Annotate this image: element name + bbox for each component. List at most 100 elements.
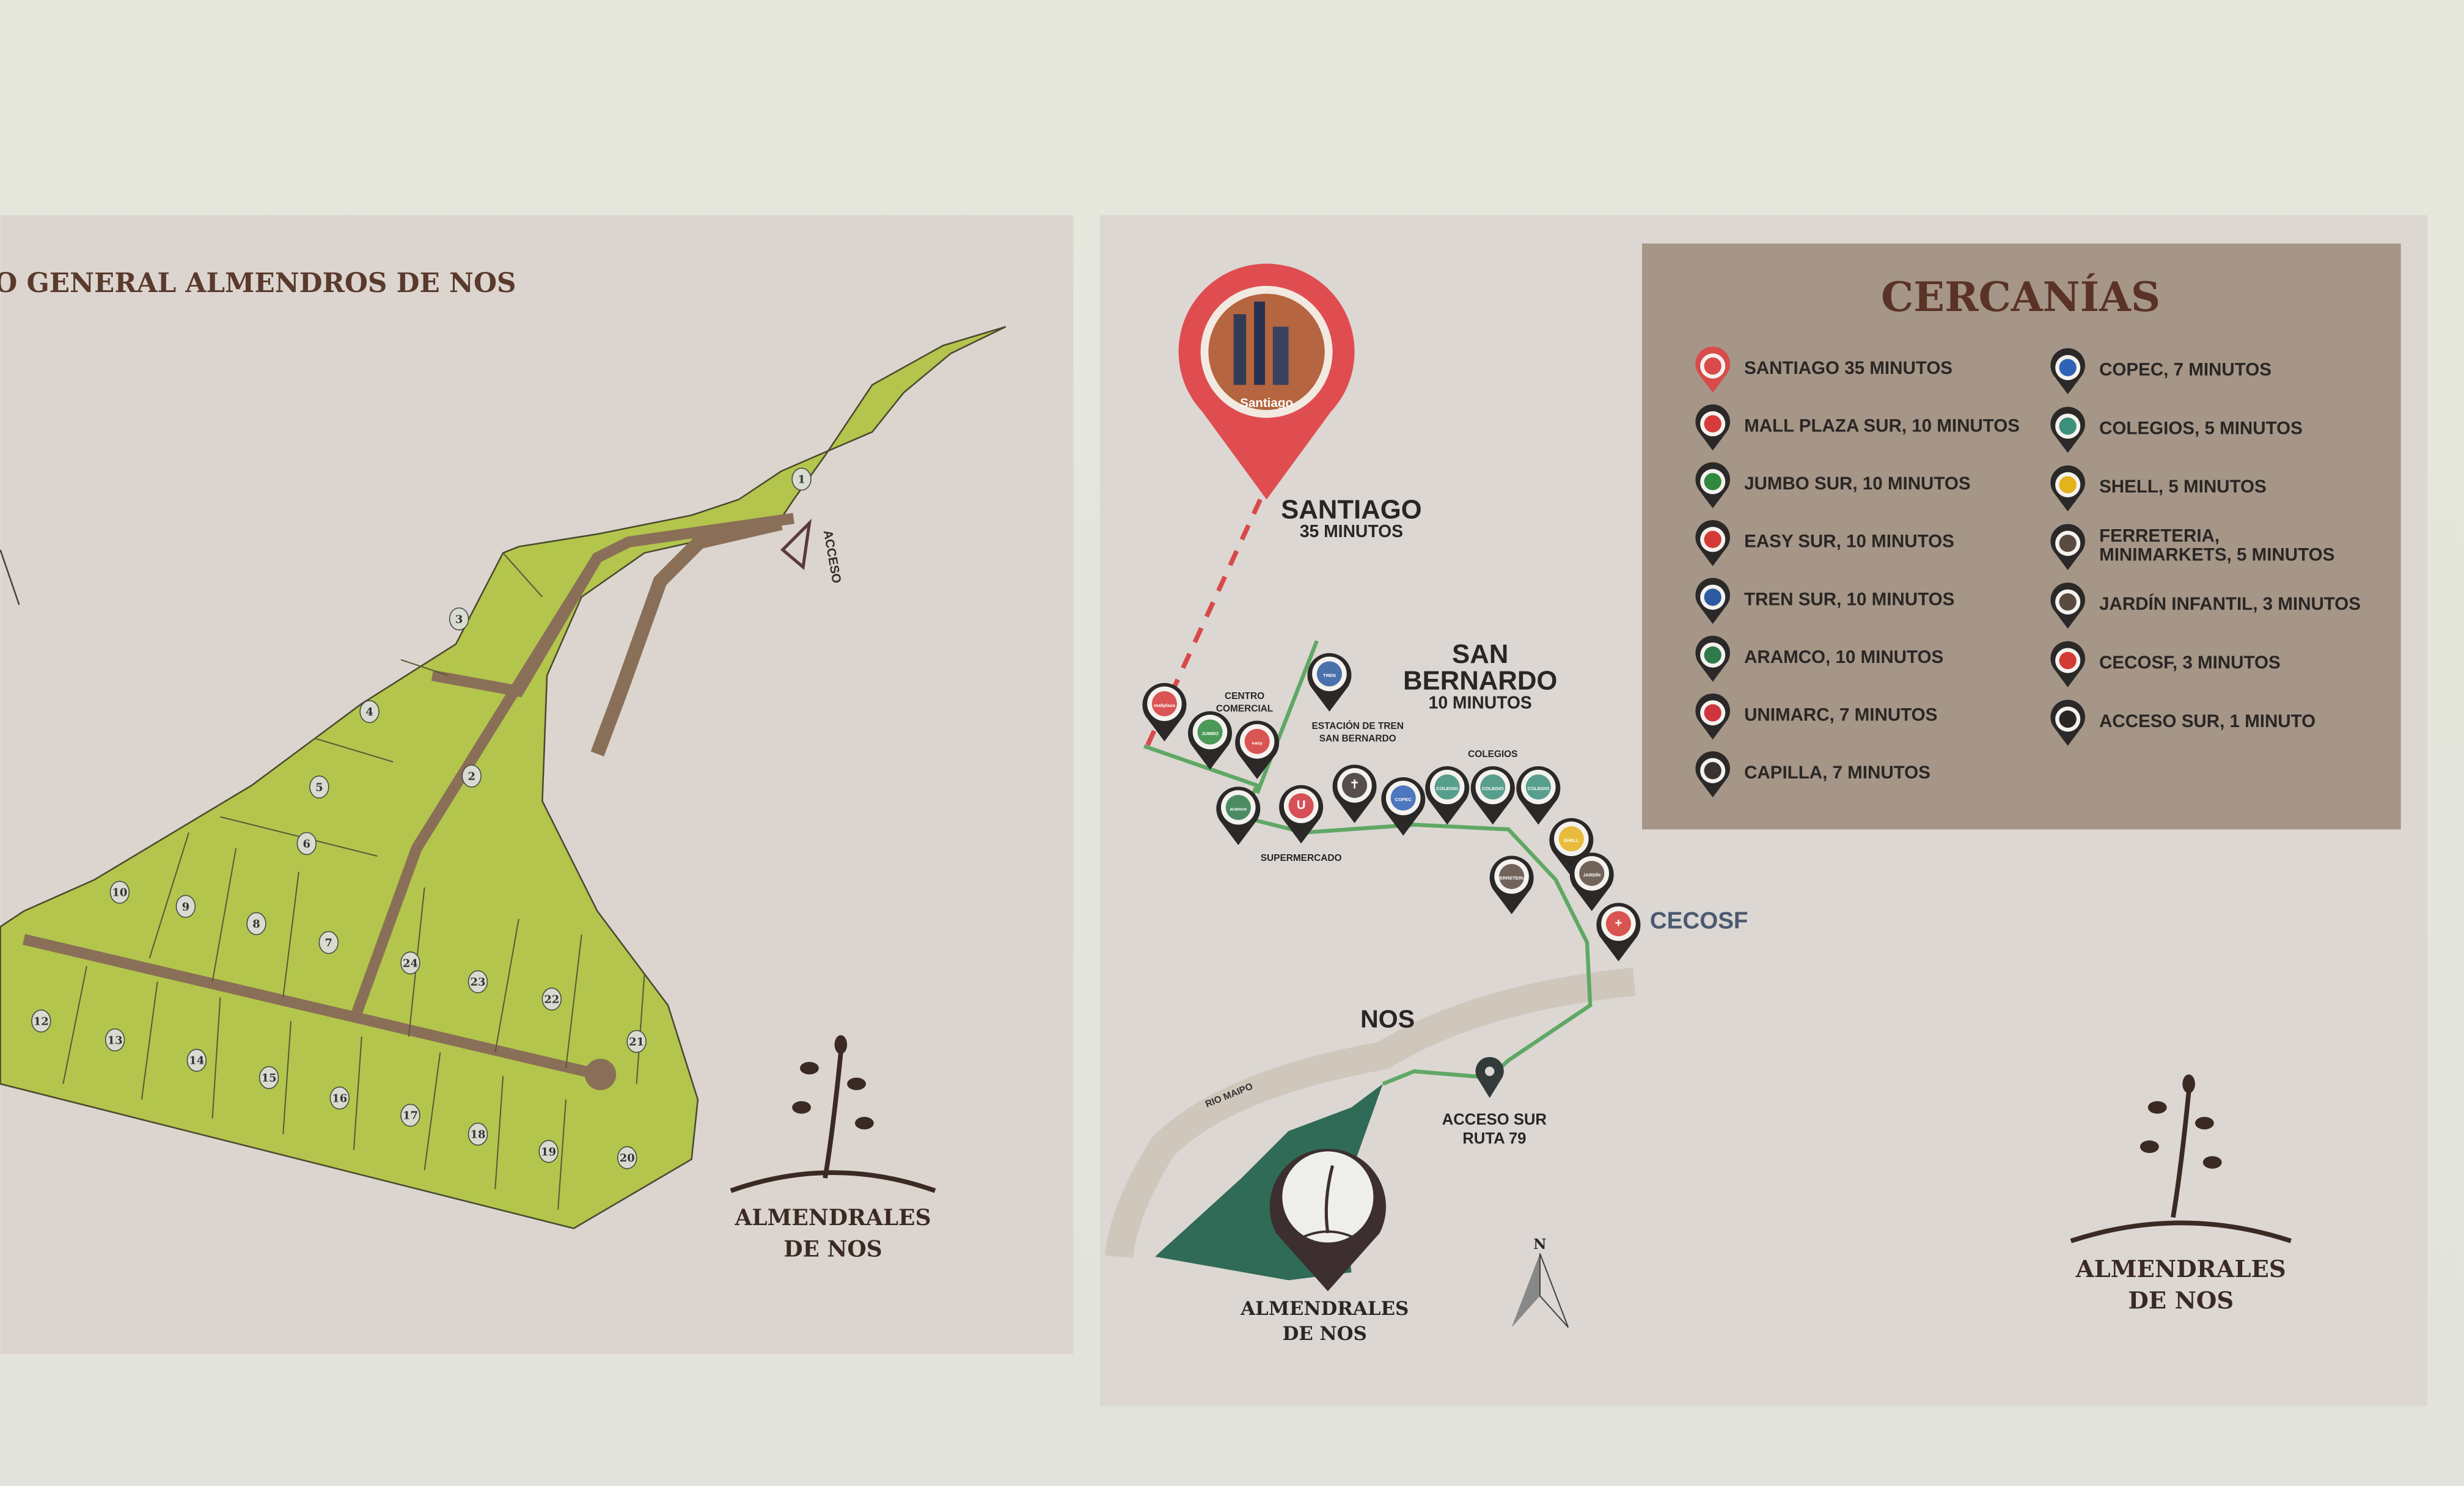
easy-pin[interactable]: easy [1235,720,1280,780]
nos-label: NOS [1360,1005,1415,1033]
tren-icon [1316,661,1342,687]
jumbo-pin[interactable]: JUMBO [1188,711,1232,770]
lot-3[interactable]: 3 [449,607,469,631]
lot-2[interactable]: 2 [461,764,482,788]
easy-pin-icon [1695,520,1730,566]
jardin-pin-icon [2050,582,2085,629]
svg-text:DE NOS: DE NOS [2128,1287,2234,1314]
unimarc-pin[interactable]: U [1279,785,1324,844]
copec-pin-icon [2050,348,2085,395]
centro-comercial-label-2: COMERCIAL [1216,704,1273,714]
lot-13[interactable]: 13 [105,1028,125,1052]
legend-label: SHELL, 5 MINUTOS [2099,477,2267,497]
lot-number: 7 [325,937,333,950]
colegios-label: COLEGIOS [1468,749,1517,759]
site-plan-panel: O GENERAL ALMENDROS DE NOS 1234567891012… [0,215,1074,1355]
legend-item: JARDÍN INFANTIL, 3 MINUTOS [2050,582,2361,629]
lot-boundaries [62,552,645,1210]
santiago-pin-caption: Santiago [1240,396,1293,410]
ferreteria-pin[interactable]: FERRETERIA [1489,855,1534,915]
lot-5[interactable]: 5 [309,775,329,799]
lot-21[interactable]: 21 [626,1030,647,1053]
lot-6[interactable]: 6 [296,832,317,855]
supermercado-label: SUPERMERCADO [1261,853,1342,863]
capilla-pin[interactable]: ✝ [1332,764,1377,824]
lot-10[interactable]: 10 [109,880,130,904]
lot-9[interactable]: 9 [175,895,196,918]
aramco-pin[interactable]: aramco [1216,786,1261,846]
copec-pin[interactable]: COPEC [1381,777,1426,836]
lot-number: 4 [365,706,373,719]
pin-text: JUMBO [1201,731,1219,736]
site-label: ALMENDRALES [1240,1298,1409,1320]
lot-22[interactable]: 22 [541,987,562,1011]
svg-text:ALMENDRALES: ALMENDRALES [2075,1256,2286,1283]
pin-text: COLEGIO [1436,786,1458,791]
mallplaza-pin[interactable]: mallplaza [1142,683,1187,742]
lot-14[interactable]: 14 [186,1049,207,1072]
cecosf-icon [1605,911,1631,937]
lot-20[interactable]: 20 [617,1146,637,1169]
lot-number: 12 [34,1015,49,1028]
aramco-icon [1225,794,1251,820]
legend-item: COPEC, 7 MINUTOS [2050,348,2272,395]
lot-17[interactable]: 17 [400,1104,420,1127]
colegio-3-pin[interactable]: COLEGIO [1516,766,1561,825]
train-line [1255,640,1319,794]
jardin-pin[interactable]: JARDÍN [1569,852,1614,912]
lot-number: 13 [108,1034,123,1047]
lot-18[interactable]: 18 [468,1122,488,1146]
legend-label: SANTIAGO 35 MINUTOS [1744,358,1953,378]
rio-maipo-river [1104,967,1636,1259]
colegio-1-pin[interactable]: COLEGIO [1425,766,1470,825]
logo-line-1: ALMENDRALES [734,1205,931,1231]
aramco-pin-icon [1695,635,1730,682]
north-arrow-partial-icon [0,549,20,606]
tren-pin-icon [1695,577,1730,624]
legend-title: CERCANÍAS [1881,273,2160,321]
cecosf-pin-icon [2050,641,2085,687]
pin-text: ✝ [1349,778,1360,792]
capilla-icon [1341,772,1368,798]
san-bernardo-label-2: BERNARDO [1403,666,1557,696]
santiago-label: SANTIAGO [1281,494,1422,524]
legend-item: SANTIAGO 35 MINUTOS [1695,346,1953,393]
site-pin[interactable] [1269,1148,1386,1292]
lot-number: 1 [798,474,805,486]
legend-item: TREN SUR, 10 MINUTOS [1695,577,1954,624]
tren-pin[interactable]: TREN [1307,653,1352,712]
lot-1[interactable]: 1 [791,467,812,491]
santiago-pin[interactable]: Santiago [1178,263,1355,500]
pin-text: COPEC [1395,797,1412,802]
location-map-panel: RIO MAIPO Santiago SANTIAGO 35 MINUTOS S… [1100,215,2428,1406]
lot-number: 15 [262,1072,277,1085]
shell-icon [1558,826,1584,852]
lot-16[interactable]: 16 [329,1086,350,1110]
lot-8[interactable]: 8 [246,912,266,935]
colegio-3-icon [1525,774,1551,800]
legend-label: COLEGIOS, 5 MINUTOS [2099,418,2303,438]
lot-number: 20 [620,1152,635,1165]
unimarc-pin-icon [1695,693,1730,740]
pin-text: FERRETERIA [1497,876,1527,881]
legend-label: MALL PLAZA SUR, 10 MINUTOS [1744,415,2020,436]
lot-23[interactable]: 23 [468,970,488,994]
cecosf-pin[interactable]: + [1596,902,1641,962]
capilla-pin-icon [1695,751,1730,797]
lot-7[interactable]: 7 [318,931,339,954]
lot-19[interactable]: 19 [538,1140,559,1163]
legend-item: FERRETERIA,MINIMARKETS, 5 MINUTOS [2050,524,2334,570]
lot-number: 24 [403,957,418,970]
lot-24[interactable]: 24 [400,951,420,975]
legend-item: COLEGIOS, 5 MINUTOS [2050,406,2303,453]
mallplaza-pin-icon [1695,404,1730,451]
shell-pin[interactable]: SHELL [1549,818,1594,877]
lot-4[interactable]: 4 [359,700,380,723]
acceso-sur-pin[interactable] [1475,1056,1504,1099]
colegio-2-pin[interactable]: COLEGIO [1470,766,1515,825]
pin-text: COLEGIO [1528,786,1550,791]
lot-15[interactable]: 15 [258,1066,279,1089]
shell-pin-icon [2050,465,2085,512]
lot-12[interactable]: 12 [31,1009,51,1033]
